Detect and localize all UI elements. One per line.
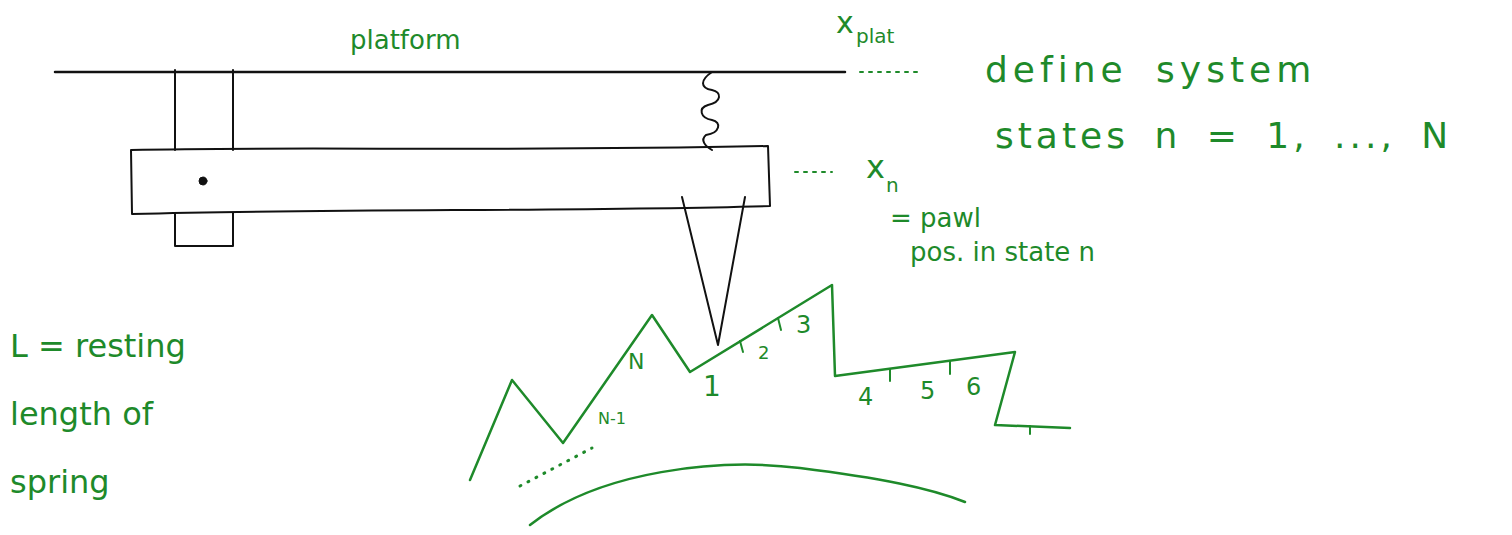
variable-subscript: plat (856, 25, 894, 47)
pawl-arm (131, 146, 770, 214)
note-text: states n = 1, ..., N (995, 116, 1452, 156)
state-number: 6 (966, 374, 981, 400)
level-mark (860, 71, 920, 73)
ratchet-wheel (530, 465, 965, 525)
continuation-dots (520, 448, 592, 486)
variable-symbol: x (866, 150, 885, 185)
note-text: define system (985, 50, 1316, 90)
state-number: 5 (920, 378, 935, 404)
note-text: L = resting length of spring (10, 312, 225, 516)
state-number: 4 (858, 384, 873, 410)
level-mark (795, 171, 832, 173)
platform-line (55, 71, 845, 74)
note-text: pos. in state n (910, 238, 1095, 267)
state-number: 3 (796, 312, 811, 338)
state-number: 2 (758, 343, 769, 363)
title-label: platform (350, 26, 460, 55)
ratchet-teeth (470, 285, 1070, 480)
note-text: = pawl (890, 204, 981, 233)
pawl (682, 197, 745, 345)
state-number: 1 (703, 372, 721, 403)
spring (702, 72, 719, 150)
variable-subscript: n (886, 174, 899, 196)
state-tick (740, 318, 1030, 434)
variable-symbol: x (836, 6, 854, 39)
pivot-dot (199, 177, 207, 185)
state-number: N-1 (598, 410, 626, 428)
pivot-support (175, 70, 233, 246)
state-number: N (628, 350, 644, 374)
